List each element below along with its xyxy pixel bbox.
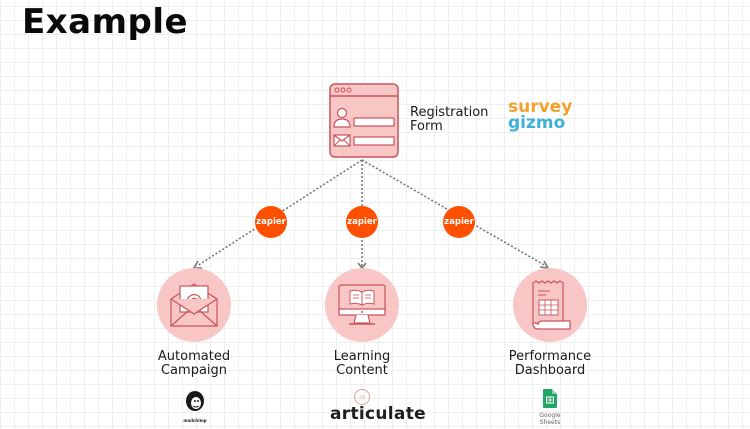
wire-to-campaign: [196, 159, 363, 267]
google-sheets-text: Google Sheets: [539, 412, 561, 426]
zapier-badge-dashboard: zapier: [443, 206, 475, 238]
learning-label-line2: Content: [336, 363, 388, 378]
dashboard-label-line2: Dashboard: [514, 363, 586, 378]
campaign-label-line1: Automated: [157, 349, 231, 364]
mailchimp-text: mailchimp: [183, 418, 207, 423]
automated-campaign-label: Automated Campaign: [134, 350, 254, 378]
google-sheets-logo: Google Sheets: [530, 389, 570, 426]
performance-dashboard-node: [513, 268, 587, 342]
zapier-badge-learning: zapier: [346, 206, 378, 238]
learning-content-label: Learning Content: [302, 350, 422, 378]
zapier-badge-campaign: zapier: [255, 206, 287, 238]
surveygizmo-logo-survey: survey: [508, 97, 573, 117]
monitor-book-icon: [338, 284, 386, 325]
articulate-logo: articulate: [330, 404, 426, 424]
registration-label-line1: Registration: [410, 105, 489, 120]
articulate-rs-badge: rs: [354, 389, 370, 405]
wire-to-dashboard: [361, 159, 547, 267]
surveygizmo-logo-gizmo: gizmo: [508, 113, 566, 133]
surveygizmo-logo: survey gizmo: [508, 97, 573, 133]
dashboard-label-line1: Performance: [508, 349, 592, 364]
registration-form-icon: [329, 83, 399, 162]
receipt-spreadsheet-icon: [532, 280, 571, 330]
learning-content-node: [325, 268, 399, 342]
learning-label-line1: Learning: [333, 349, 391, 364]
registration-form-label: Registration Form: [410, 106, 488, 134]
automated-campaign-node: @: [157, 268, 231, 342]
performance-dashboard-label: Performance Dashboard: [490, 350, 610, 378]
page-title: Example: [22, 2, 189, 42]
mailchimp-logo: mailchimp: [181, 390, 209, 423]
campaign-label-line2: Campaign: [160, 363, 228, 378]
google-sheets-icon: [543, 389, 557, 408]
email-envelope-icon: @: [170, 283, 218, 327]
registration-label-line2: Form: [410, 119, 443, 134]
mailchimp-icon: [186, 391, 204, 411]
